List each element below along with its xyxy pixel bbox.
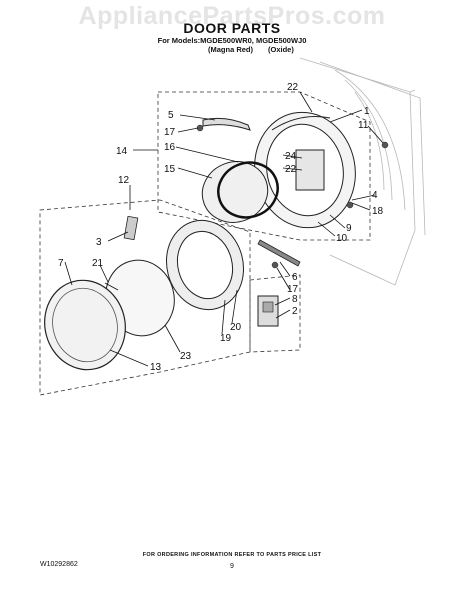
page-number: 9 [230, 563, 234, 570]
door-window-glass [201, 161, 269, 223]
label-20: 20 [230, 322, 242, 333]
page-title: DOOR PARTS [183, 20, 281, 36]
label-7: 7 [58, 258, 64, 269]
label-16: 16 [164, 142, 176, 153]
label-8: 8 [292, 294, 298, 305]
label-19: 19 [220, 333, 232, 344]
label-21: 21 [92, 258, 104, 269]
hinge-part [202, 117, 251, 131]
label-3: 3 [96, 237, 102, 248]
watermark-logo: AppliancePartsPros.com [78, 2, 386, 30]
label-14: 14 [116, 146, 128, 157]
label-22a: 22 [287, 82, 299, 93]
leader-lines [64, 91, 384, 367]
label-17a: 17 [164, 127, 176, 138]
label-24: 24 [285, 151, 297, 162]
label-4: 4 [372, 190, 378, 201]
label-12: 12 [118, 175, 130, 186]
handle-strip [257, 239, 301, 267]
label-11: 11 [358, 120, 369, 131]
ordering-note: FOR ORDERING INFORMATION REFER TO PARTS … [142, 552, 322, 558]
trim-piece [123, 215, 139, 241]
color-oxide: (Oxide) [268, 45, 294, 54]
label-10: 10 [336, 233, 348, 244]
label-22b: 22 [285, 164, 297, 175]
model-list: For Models:MGDE500WR0, MGDE500WJ0 [157, 36, 307, 45]
label-6: 6 [292, 272, 298, 283]
label-1: 1 [364, 106, 370, 117]
label-23: 23 [180, 351, 192, 362]
outer-door-frame [165, 219, 245, 311]
group-box-12 [39, 199, 251, 396]
outer-door-panel [44, 279, 126, 371]
label-5: 5 [168, 110, 174, 121]
label-9: 9 [346, 223, 352, 234]
label-15: 15 [164, 164, 176, 175]
window-gasket [217, 161, 279, 219]
label-2: 2 [292, 306, 298, 317]
screws [196, 124, 389, 269]
group-box-right [249, 274, 301, 353]
document-id: W10292862 [40, 561, 78, 568]
label-18: 18 [372, 206, 384, 217]
label-13: 13 [150, 362, 162, 373]
inner-door-frame [254, 111, 356, 229]
color-magna-red: (Magna Red) [208, 45, 253, 54]
label-17b: 17 [287, 284, 299, 295]
